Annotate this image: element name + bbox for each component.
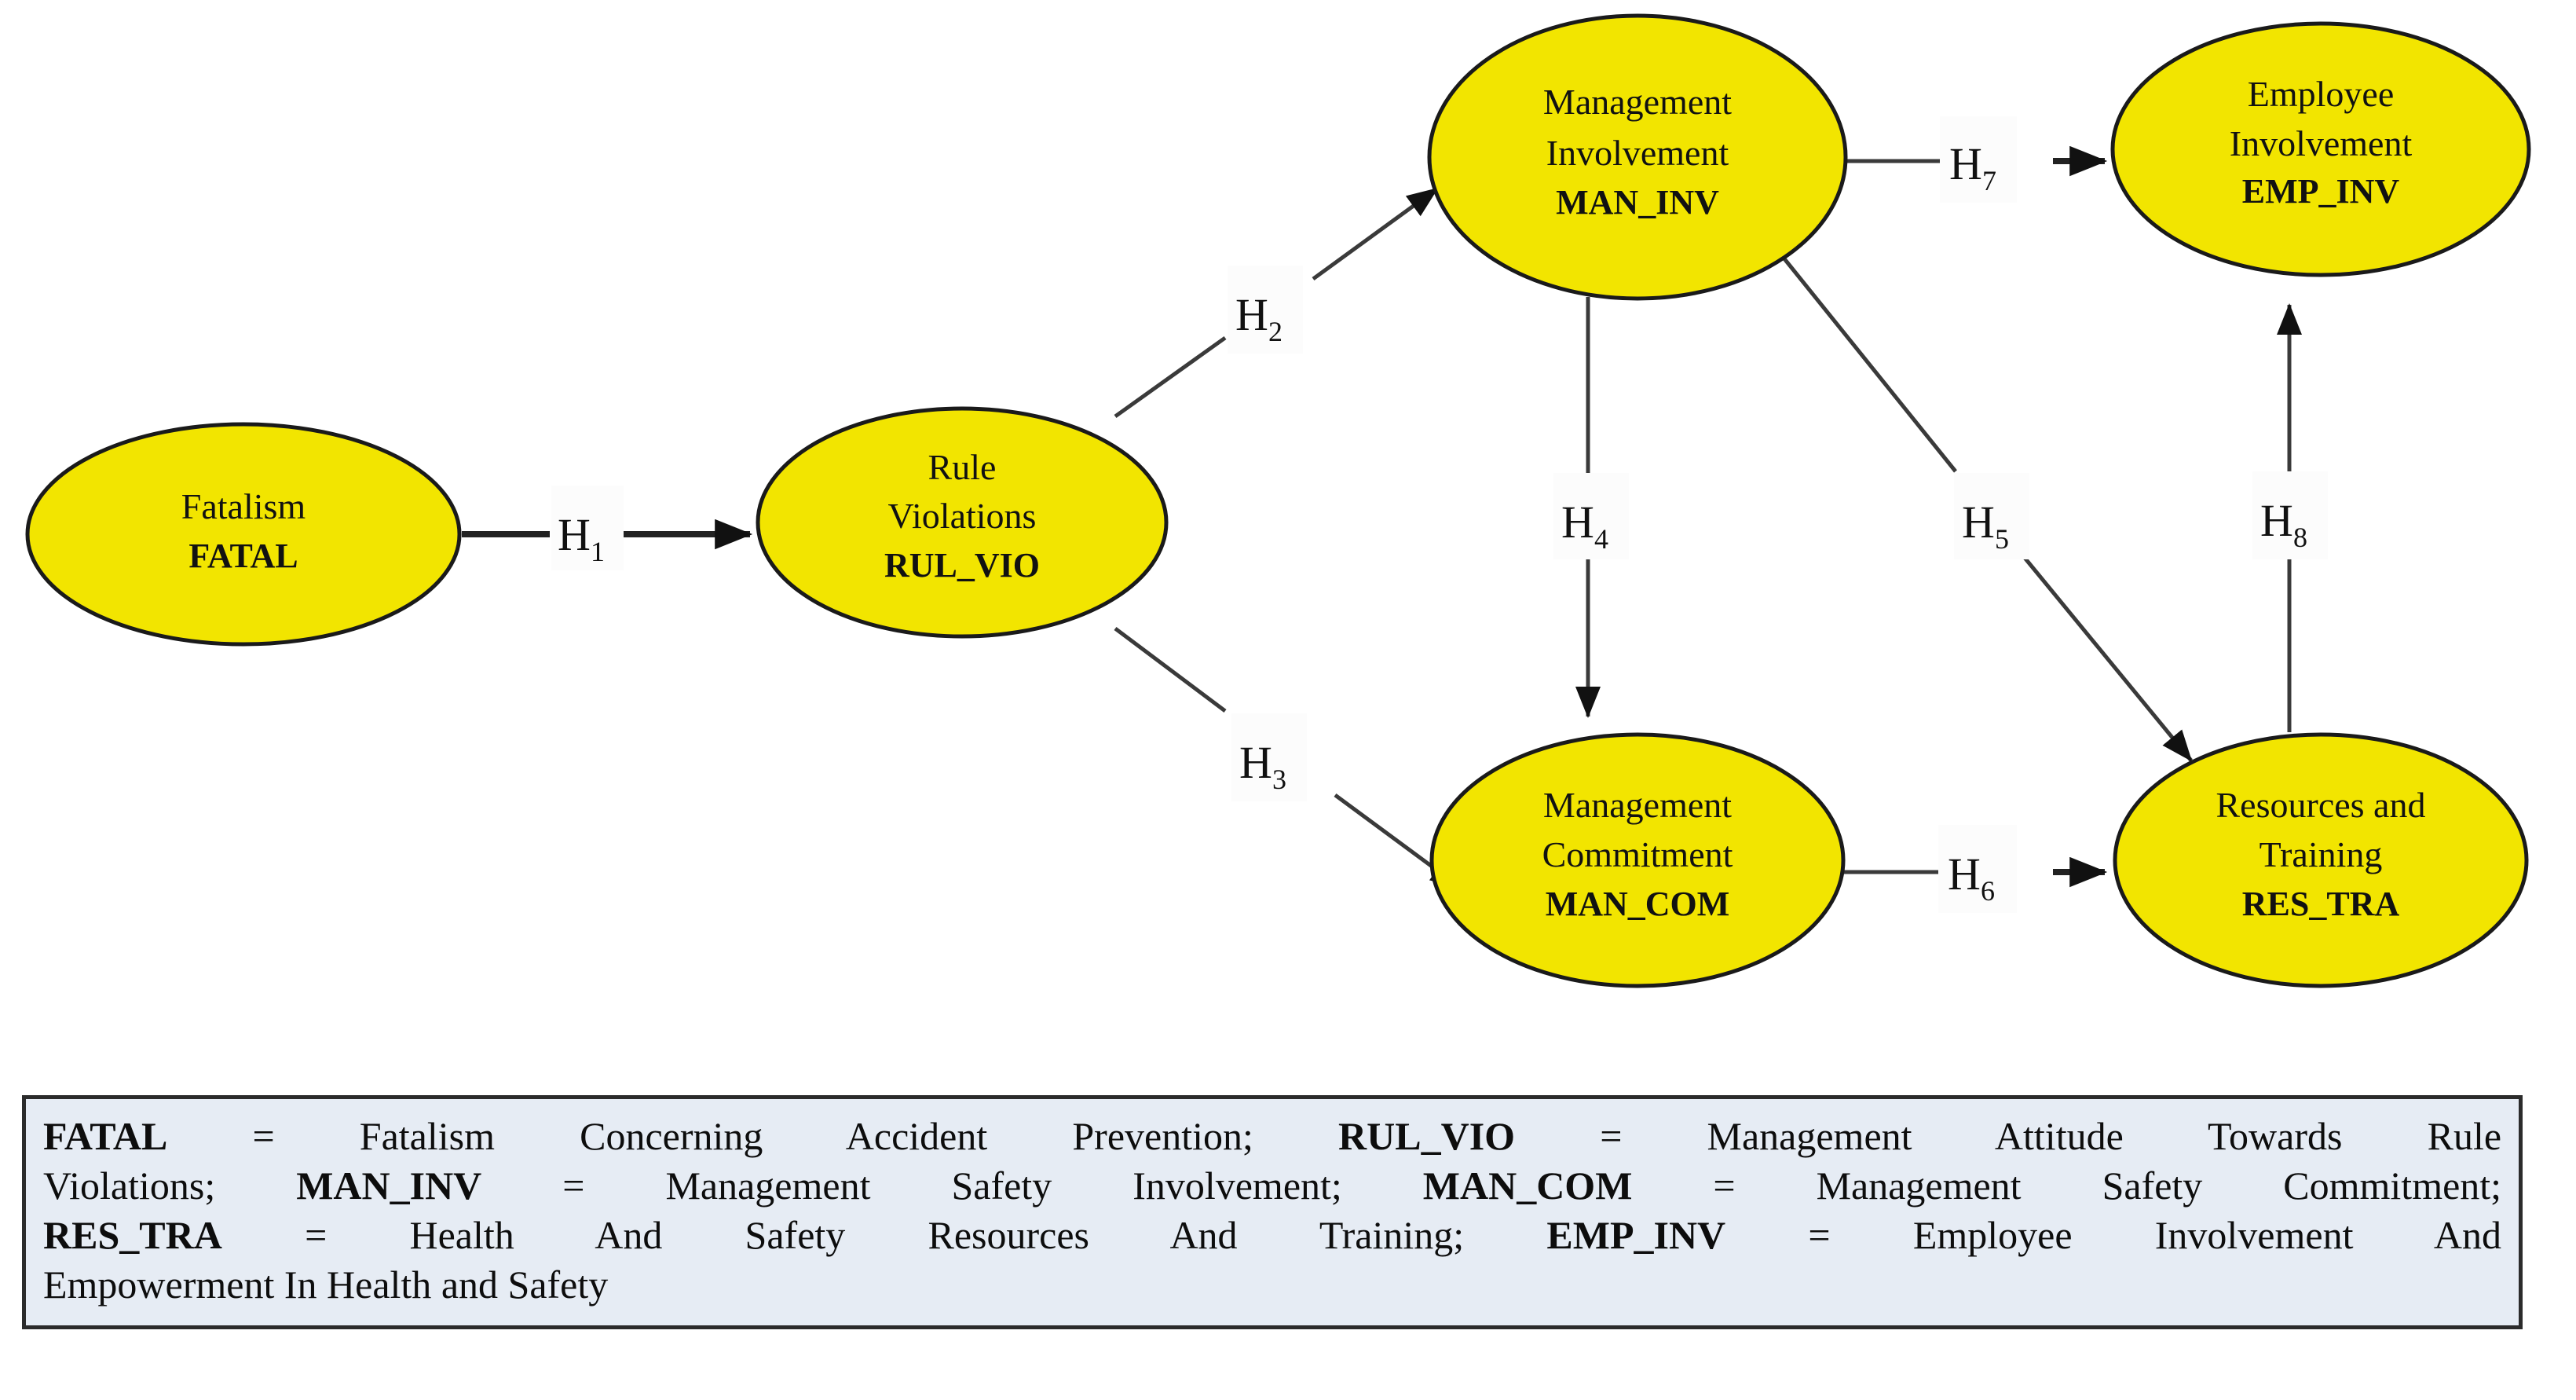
hypothesis-label-h4[interactable]: H4 xyxy=(1553,473,1629,559)
hyp-h8-letter: H xyxy=(2260,495,2293,546)
node-fatal-shape[interactable] xyxy=(25,422,462,647)
svg-text:H8: H8 xyxy=(2260,495,2307,553)
hypothesis-label-h5[interactable]: H5 xyxy=(1954,473,2029,559)
hyp-h2-index: 2 xyxy=(1268,316,1283,347)
legend-line-1: FATAL = Fatalism Concerning Accident Pre… xyxy=(43,1114,2502,1158)
hyp-h5-letter: H xyxy=(1962,497,1995,548)
edge-h5 xyxy=(1772,244,2193,762)
hypothesis-label-h1[interactable]: H1 xyxy=(551,486,624,570)
hyp-h4-letter: H xyxy=(1561,497,1594,548)
legend-line-4: Empowerment In Health and Safety xyxy=(43,1263,609,1307)
hypothesis-label-h7[interactable]: H7 xyxy=(1940,116,2017,203)
hypothesis-label-h6[interactable]: H6 xyxy=(1938,825,2017,913)
node-res-tra-title-line1: Resources and xyxy=(2216,785,2426,825)
hyp-h1-letter: H xyxy=(558,509,591,560)
node-emp-inv-title-line1: Employee xyxy=(2248,74,2395,114)
svg-text:H4: H4 xyxy=(1561,497,1608,555)
hyp-h8-index: 8 xyxy=(2293,522,2307,553)
legend-text: FATAL = Fatalism Concerning Accident Pre… xyxy=(43,1112,2501,1310)
hyp-h6-index: 6 xyxy=(1981,875,1995,907)
hyp-h5-index: 5 xyxy=(1995,523,2009,555)
node-res-tra-title-line2: Training xyxy=(2259,834,2383,874)
node-man-inv-code: MAN_INV xyxy=(1556,183,1719,222)
svg-text:H3: H3 xyxy=(1239,737,1286,795)
hyp-h7-index: 7 xyxy=(1982,165,1996,196)
node-rul-vio[interactable]: Rule Violations RUL_VIO xyxy=(756,406,1169,639)
node-emp-inv-code: EMP_INV xyxy=(2242,172,2400,211)
node-rul-vio-shape[interactable] xyxy=(756,406,1169,639)
node-man-com-title-line2: Commitment xyxy=(1542,834,1733,874)
node-res-tra-code: RES_TRA xyxy=(2242,885,2400,923)
node-man-com[interactable]: Management Commitment MAN_COM xyxy=(1429,732,1846,988)
node-man-com-code: MAN_COM xyxy=(1546,885,1730,923)
hyp-h6-letter: H xyxy=(1948,848,1981,900)
hyp-h7-letter: H xyxy=(1949,138,1982,189)
hyp-h2-letter: H xyxy=(1235,289,1268,340)
hypothesis-label-h2[interactable]: H2 xyxy=(1228,266,1303,354)
node-fatal-code: FATAL xyxy=(188,537,298,575)
node-emp-inv[interactable]: Employee Involvement EMP_INV xyxy=(2110,21,2531,277)
legend-line-3: RES_TRA = Health And Safety Resources An… xyxy=(43,1213,2502,1257)
hypothesis-label-h3[interactable]: H3 xyxy=(1231,713,1307,801)
node-fatal[interactable]: Fatalism FATAL xyxy=(25,422,462,647)
svg-text:H5: H5 xyxy=(1962,497,2009,555)
node-res-tra-shape[interactable] xyxy=(2113,732,2529,988)
node-man-com-shape[interactable] xyxy=(1429,732,1846,988)
legend-line-2: Violations; MAN_INV = Management Safety … xyxy=(43,1164,2502,1208)
node-rul-vio-title-line1: Rule xyxy=(928,447,997,487)
svg-text:H1: H1 xyxy=(558,509,605,567)
node-emp-inv-title-line2: Involvement xyxy=(2230,123,2413,163)
node-man-inv-title-line2: Involvement xyxy=(1546,133,1729,173)
node-rul-vio-title-line2: Violations xyxy=(888,496,1037,536)
svg-text:H2: H2 xyxy=(1235,289,1283,347)
edge-h2 xyxy=(1114,186,1439,419)
node-res-tra[interactable]: Resources and Training RES_TRA xyxy=(2113,732,2529,988)
legend-box: FATAL = Fatalism Concerning Accident Pre… xyxy=(22,1095,2523,1329)
node-man-com-title-line1: Management xyxy=(1543,785,1732,825)
node-emp-inv-shape[interactable] xyxy=(2110,21,2531,277)
hyp-h4-index: 4 xyxy=(1594,523,1608,555)
hyp-h3-index: 3 xyxy=(1272,764,1286,795)
hypothesis-label-h8[interactable]: H8 xyxy=(2252,471,2328,559)
svg-text:H6: H6 xyxy=(1948,848,1995,907)
node-man-inv-title-line1: Management xyxy=(1543,82,1732,122)
node-rul-vio-code: RUL_VIO xyxy=(884,546,1040,585)
node-man-inv[interactable]: Management Involvement MAN_INV xyxy=(1427,13,1848,301)
node-fatal-title: Fatalism xyxy=(181,486,306,526)
node-man-inv-shape[interactable] xyxy=(1427,13,1848,301)
hyp-h3-letter: H xyxy=(1239,737,1272,788)
svg-text:H7: H7 xyxy=(1949,138,1996,196)
hyp-h1-index: 1 xyxy=(591,536,605,567)
